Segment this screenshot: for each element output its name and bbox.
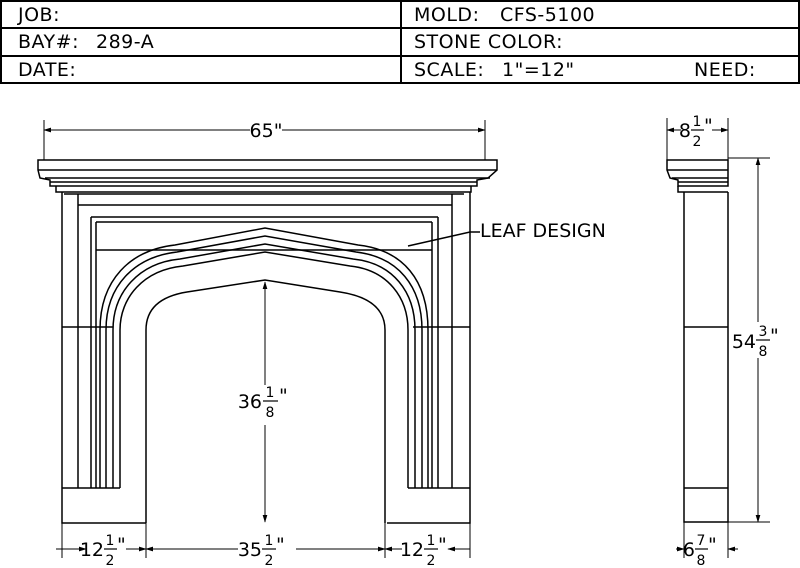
overall-width-label: 65" xyxy=(250,120,283,142)
svg-text:12: 12 xyxy=(80,539,104,561)
svg-text:": " xyxy=(770,325,779,347)
side-shelf xyxy=(666,159,729,187)
mold-value: CFS-5100 xyxy=(500,4,596,26)
front-outer-frame xyxy=(61,192,471,524)
svg-text:": " xyxy=(704,115,713,137)
svg-text:2: 2 xyxy=(693,134,702,150)
svg-text:3: 3 xyxy=(759,324,768,340)
front-elevation xyxy=(37,159,498,524)
title-block: JOB: BAY#: 289-A DATE: MOLD: CFS-5100 ST… xyxy=(0,0,800,84)
svg-text:6: 6 xyxy=(683,539,695,561)
svg-text:": " xyxy=(279,385,288,407)
shelf-depth-label: 8 1 2 " xyxy=(679,114,713,150)
stone-color-label: STONE COLOR: xyxy=(414,31,563,53)
overall-height-label: 54 3 8 " xyxy=(732,324,779,360)
svg-text:8: 8 xyxy=(266,405,275,421)
scale-value: 1"=12" xyxy=(502,59,575,81)
svg-text:1: 1 xyxy=(265,533,274,549)
svg-text:8: 8 xyxy=(759,344,768,360)
front-shelf xyxy=(37,159,498,187)
svg-text:2: 2 xyxy=(106,553,115,568)
svg-text:1: 1 xyxy=(266,385,275,401)
svg-text:1: 1 xyxy=(693,114,702,130)
title-block-grid xyxy=(0,0,800,84)
bay-label: BAY#: xyxy=(18,31,79,53)
svg-text:1: 1 xyxy=(427,533,436,549)
leg-depth-label: 6 7 8 " xyxy=(683,533,717,568)
leaf-design-leader xyxy=(407,231,480,247)
svg-text:": " xyxy=(708,534,717,556)
svg-text:": " xyxy=(276,534,285,556)
need-label: NEED: xyxy=(694,59,756,81)
left-leg-width-label: 12 1 2 " xyxy=(80,533,126,568)
bay-value: 289-A xyxy=(96,31,155,53)
arch-outer xyxy=(99,227,429,488)
svg-text:": " xyxy=(117,534,126,556)
svg-text:35: 35 xyxy=(238,539,262,561)
scale-label: SCALE: xyxy=(414,59,485,81)
svg-text:2: 2 xyxy=(427,553,436,568)
front-dimensions xyxy=(43,120,486,558)
opening-width-label: 35 1 2 " xyxy=(238,533,285,568)
side-dimensions xyxy=(666,118,770,558)
mold-label: MOLD: xyxy=(414,4,480,26)
date-label: DATE: xyxy=(18,59,77,81)
side-leg xyxy=(683,192,729,523)
svg-text:7: 7 xyxy=(697,533,706,549)
svg-text:36: 36 xyxy=(238,391,262,413)
fireplace-opening xyxy=(145,279,386,523)
side-elevation xyxy=(666,159,729,523)
leaf-design-callout: LEAF DESIGN xyxy=(480,220,606,242)
svg-text:8: 8 xyxy=(679,120,691,142)
svg-text:8: 8 xyxy=(697,553,706,568)
svg-text:12: 12 xyxy=(400,539,424,561)
right-leg-width-label: 12 1 2 " xyxy=(400,533,447,568)
svg-text:1: 1 xyxy=(106,533,115,549)
svg-text:": " xyxy=(438,534,447,556)
job-label: JOB: xyxy=(18,4,60,26)
svg-text:2: 2 xyxy=(265,553,274,568)
opening-height-label: 36 1 8 " xyxy=(238,385,288,421)
svg-text:54: 54 xyxy=(732,331,756,353)
